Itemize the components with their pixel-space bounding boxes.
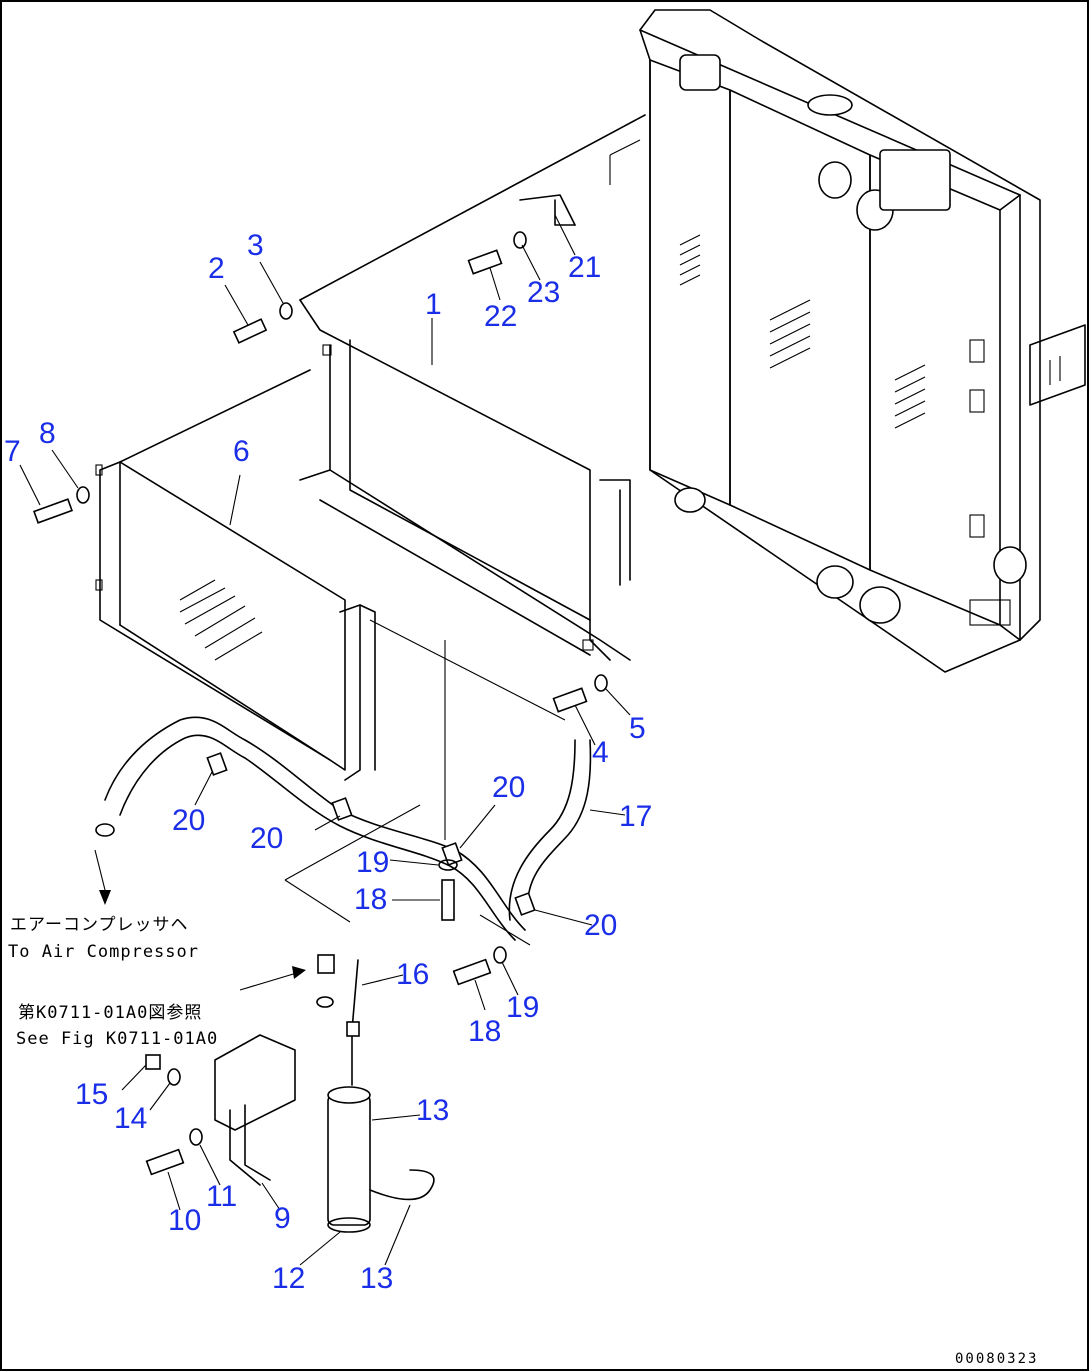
see-fig-note-jp: 第K0711-01A0図参照: [18, 1003, 202, 1023]
part-callout: 1: [425, 288, 442, 321]
part-callout: 19: [356, 846, 389, 879]
part-callout: 20: [492, 771, 525, 804]
part-callout: 6: [233, 435, 250, 468]
part-callout: 4: [592, 736, 609, 769]
part-callout: 12: [272, 1262, 305, 1295]
leader-lines: [19, 214, 631, 1266]
part-callout: 11: [206, 1180, 237, 1213]
drawing-code: 00080323: [955, 1351, 1038, 1367]
part-callout: 17: [619, 800, 652, 833]
part-callout: 23: [527, 276, 560, 309]
hoses: [95, 716, 592, 941]
part-callout: 22: [484, 300, 517, 333]
see-fig-note-en: See Fig K0711-01A0: [16, 1029, 218, 1049]
air-compressor-note-jp: エアーコンプレッサヘ: [10, 915, 188, 935]
condenser: [95, 369, 376, 781]
receiver-dryer: [214, 954, 435, 1233]
part-callout: 13: [360, 1262, 393, 1295]
part-callout: 15: [75, 1078, 108, 1111]
part-callout: 19: [506, 991, 539, 1024]
part-callout: 16: [396, 958, 429, 991]
part-callout: 3: [247, 229, 264, 262]
part-callout: 8: [39, 417, 56, 450]
part-callouts: 1 2 3 4 5 6 7 8 9 10 11 12 13 13 14 15 1…: [4, 229, 652, 1295]
air-compressor-note-en: To Air Compressor: [8, 942, 199, 962]
fasteners: [33, 231, 608, 1176]
part-callout: 13: [416, 1094, 449, 1127]
part-callout: 2: [208, 252, 225, 285]
part-callout: 9: [274, 1202, 291, 1235]
part-callout: 7: [4, 435, 21, 468]
notes: エアーコンプレッサヘ To Air Compressor 第K0711-01A0…: [8, 915, 218, 1049]
part-callout: 21: [568, 251, 601, 284]
part-callout: 20: [584, 909, 617, 942]
part-callout: 20: [172, 804, 205, 837]
radiator-assembly: [639, 9, 1086, 673]
part-callout: 18: [468, 1015, 501, 1048]
part-callout: 10: [168, 1204, 201, 1237]
condenser-frame: [299, 114, 646, 661]
part-callout: 5: [629, 712, 646, 745]
part-callout: 20: [250, 822, 283, 855]
part-callout: 18: [354, 883, 387, 916]
part-callout: 14: [114, 1102, 147, 1135]
